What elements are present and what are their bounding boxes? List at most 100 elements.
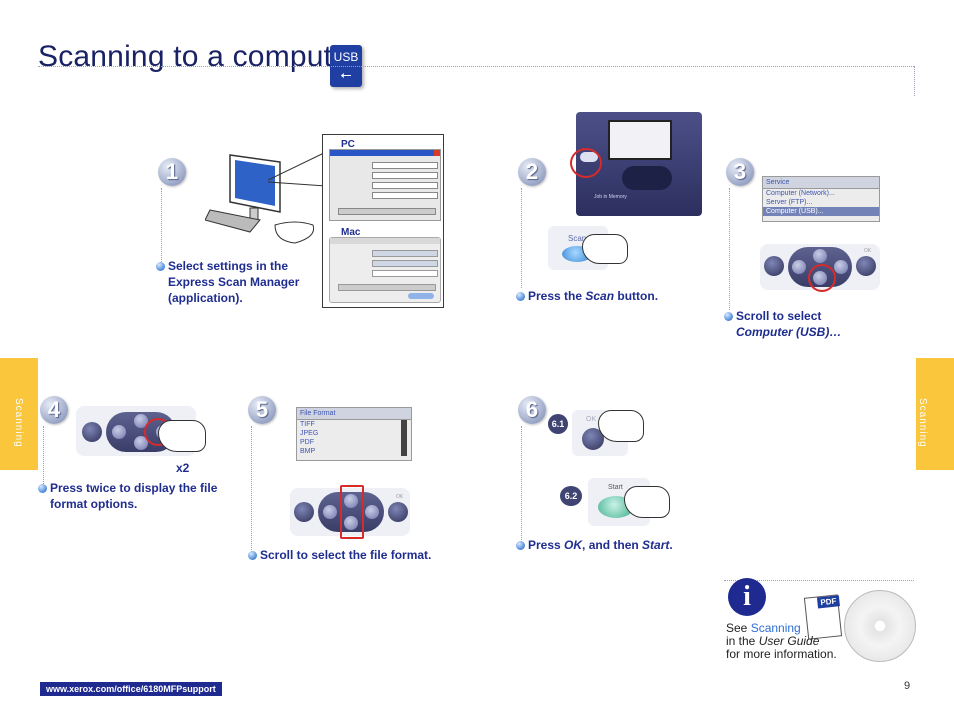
pointing-hand-icon bbox=[582, 234, 628, 264]
step-5-caption: Scroll to select the file format. bbox=[260, 548, 432, 562]
service-screen: Service Computer (Network)... Server (FT… bbox=[762, 176, 880, 222]
right-arrow-key[interactable] bbox=[365, 505, 379, 519]
step-1-caption-line-3: (application). bbox=[168, 291, 243, 305]
title-rule-end bbox=[914, 66, 915, 96]
step-3-caption-line-1: Scroll to select bbox=[736, 309, 822, 323]
mac-label: Mac bbox=[341, 227, 361, 238]
up-arrow-key[interactable] bbox=[813, 249, 827, 263]
substep-6-2-badge: 6.2 bbox=[560, 486, 582, 506]
left-arrow-key[interactable] bbox=[112, 425, 126, 439]
step-3-number: 3 bbox=[726, 158, 754, 186]
left-arrow-key[interactable] bbox=[323, 505, 337, 519]
step-1-bullet bbox=[156, 262, 165, 271]
pc-dialog bbox=[329, 149, 441, 221]
ok-key[interactable] bbox=[856, 256, 876, 276]
down-key-highlight bbox=[808, 264, 836, 292]
step-6-caption: Press OK, and then Start. bbox=[528, 537, 673, 553]
step-6-number: 6 bbox=[518, 396, 546, 424]
mac-dialog bbox=[329, 237, 441, 303]
step-6-caption-em-start: Start bbox=[642, 538, 670, 552]
close-icon bbox=[434, 150, 440, 156]
step-4-leader bbox=[43, 426, 44, 486]
express-scan-manager-panel: PC Mac bbox=[322, 134, 444, 308]
step-2-leader bbox=[521, 188, 522, 288]
ok-key-button[interactable] bbox=[582, 428, 604, 450]
ok-key[interactable] bbox=[388, 502, 408, 522]
step-2-caption-pre: Press the bbox=[528, 289, 586, 303]
step-1-number: 1 bbox=[158, 158, 186, 186]
connector-lines bbox=[268, 151, 327, 187]
step-2-number: 2 bbox=[518, 158, 546, 186]
support-url[interactable]: www.xerox.com/office/6180MFPsupport bbox=[40, 682, 222, 696]
step-5-keypad: OK bbox=[290, 488, 410, 536]
service-item-computer-network[interactable]: Computer (Network)... bbox=[766, 190, 835, 197]
substep-6-1-badge: 6.1 bbox=[548, 414, 568, 434]
back-key[interactable] bbox=[764, 256, 784, 276]
service-item-server-ftp[interactable]: Server (FTP)... bbox=[766, 199, 813, 206]
step-2-bullet bbox=[516, 292, 525, 301]
file-format-bmp[interactable]: BMP bbox=[300, 448, 316, 455]
down-arrow-key[interactable] bbox=[134, 436, 148, 450]
back-key[interactable] bbox=[294, 502, 314, 522]
more-info-text: See Scanning in the User Guide for more … bbox=[726, 622, 837, 661]
scan-key-highlight bbox=[570, 148, 602, 178]
step-4-number: 4 bbox=[40, 396, 68, 424]
step-1-caption-line-1: Select settings in the bbox=[168, 259, 289, 273]
pointing-hand-icon bbox=[598, 410, 644, 442]
pdf-badge: PDF bbox=[816, 595, 840, 609]
title-rule bbox=[38, 66, 914, 67]
usb-label: USB bbox=[333, 50, 359, 64]
start-key-label: Start bbox=[608, 484, 623, 491]
service-item-computer-usb[interactable]: Computer (USB)... bbox=[763, 207, 879, 216]
step-6-leader bbox=[521, 426, 522, 542]
back-key[interactable] bbox=[82, 422, 102, 442]
more-info-in-the: in the bbox=[726, 634, 759, 648]
step-6-caption-pre: Press bbox=[528, 538, 565, 552]
step-6-caption-em-ok: OK bbox=[564, 538, 583, 552]
sidebar-right: Scanning bbox=[916, 358, 954, 470]
service-screen-header: Service bbox=[763, 177, 879, 189]
up-arrow-key[interactable] bbox=[344, 494, 358, 508]
more-info-rest: for more information. bbox=[726, 647, 837, 661]
usb-icon: ⭠ bbox=[340, 66, 352, 82]
down-arrow-key[interactable] bbox=[344, 516, 358, 530]
file-format-tiff[interactable]: TIFF bbox=[300, 421, 315, 428]
pointing-hand-icon bbox=[624, 486, 670, 518]
file-format-jpeg[interactable]: JPEG bbox=[300, 430, 319, 437]
sidebar-left-label: Scanning bbox=[13, 398, 24, 448]
cd-icon bbox=[844, 590, 916, 662]
ok-key-label: OK bbox=[864, 248, 872, 254]
pointing-hand-icon bbox=[158, 420, 206, 452]
file-format-pdf[interactable]: PDF bbox=[300, 439, 314, 446]
job-in-memory-label: Job in Memory bbox=[594, 194, 627, 200]
step-4-caption-line-2: format options. bbox=[50, 497, 138, 511]
sidebar-right-label: Scanning bbox=[917, 398, 928, 448]
info-icon: i bbox=[728, 578, 766, 616]
file-format-screen-header: File Format bbox=[297, 408, 411, 420]
press-multiplier: x2 bbox=[176, 461, 190, 475]
scanning-link[interactable]: Scanning bbox=[750, 621, 801, 635]
step-3-caption: Scroll to select Computer (USB)… bbox=[736, 308, 841, 340]
ok-key-label: OK bbox=[396, 494, 404, 500]
right-arrow-key[interactable] bbox=[834, 260, 848, 274]
step-1-caption: Select settings in the Express Scan Mana… bbox=[168, 258, 299, 306]
step-5-bullet bbox=[248, 551, 257, 560]
step-4-bullet bbox=[38, 484, 47, 493]
step-6-bullet bbox=[516, 541, 525, 550]
step-3-bullet bbox=[724, 312, 733, 321]
step-1-caption-line-2: Express Scan Manager bbox=[168, 275, 300, 289]
pc-label: PC bbox=[341, 139, 355, 150]
page-title: Scanning to a computer bbox=[38, 40, 360, 73]
computer-icon bbox=[205, 154, 315, 244]
step-4-caption: Press twice to display the file format o… bbox=[50, 480, 217, 512]
file-format-scrollbar[interactable] bbox=[401, 420, 407, 456]
file-format-screen: File Format TIFF JPEG PDF BMP bbox=[296, 407, 412, 461]
step-2-caption-em: Scan bbox=[585, 289, 615, 303]
control-panel-display bbox=[608, 120, 672, 160]
page-number: 9 bbox=[904, 680, 911, 692]
scan-key-label: Scan bbox=[568, 234, 587, 243]
left-arrow-key[interactable] bbox=[792, 260, 806, 274]
up-down-key-highlight bbox=[340, 485, 364, 539]
up-arrow-key[interactable] bbox=[134, 414, 148, 428]
step-6-caption-mid: , and then bbox=[582, 538, 643, 552]
